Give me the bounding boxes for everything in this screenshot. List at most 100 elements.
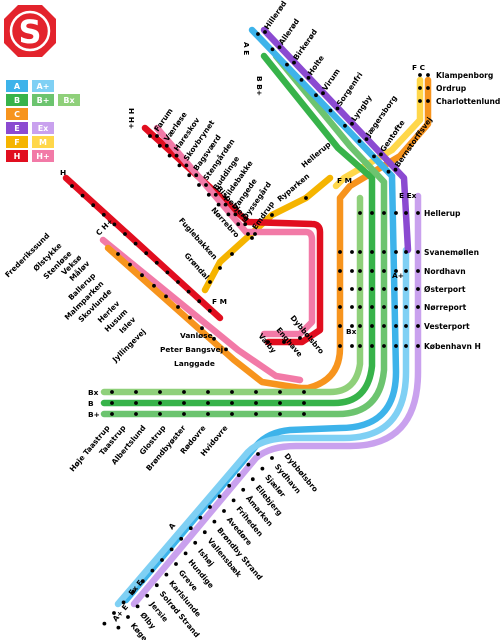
station-stop-west-bp-8	[302, 412, 306, 416]
station-stop-frederikssund-h-11	[186, 289, 191, 294]
station-stop-central-0-7	[416, 211, 420, 215]
station-stop-farum-h-9	[236, 222, 241, 227]
station-stop-koge-a-14	[121, 600, 126, 605]
station-stop-ring-2	[250, 236, 254, 240]
station-stop-koge-e-7	[202, 530, 207, 535]
station-label-langgade: Langgade	[174, 359, 215, 368]
legend-m-label: M	[39, 138, 47, 147]
station-stop-farum-h-6	[206, 192, 211, 197]
station-label-hellerup: Hellerup	[424, 209, 461, 218]
station-stop-koge-e-1	[260, 466, 265, 471]
station-stop-central-3-4	[382, 287, 386, 291]
line-b	[100, 52, 376, 407]
station-label-hiller-d: Hillerød	[262, 0, 288, 31]
station-stop-frederikssund-c-4	[164, 294, 168, 299]
legend-bx-label: Bx	[63, 96, 75, 105]
line-m	[332, 76, 424, 190]
station-stop-farum-hp-3	[184, 163, 189, 168]
station-stop-central-2-3	[370, 269, 374, 273]
station-stop-north-e-8	[379, 152, 383, 157]
station-stop-west-bp-5	[230, 412, 234, 416]
station-stop-farum-hp-10	[253, 232, 257, 236]
station-stop-frederikssund-h-6	[133, 241, 138, 246]
station-stop-west-b-1	[134, 401, 138, 405]
station-stop-west-bx-2	[158, 390, 162, 394]
station-stop-koge-e-11	[164, 572, 169, 577]
station-stop-central-5-4	[382, 324, 386, 328]
station-label-nordhavn: Nordhavn	[424, 267, 466, 276]
station-stop-central-1-7	[416, 250, 420, 254]
station-stop-north-e-3	[306, 76, 311, 80]
station-stop-central-0-6	[404, 211, 408, 215]
station-stop-west-1	[282, 340, 286, 344]
station-stop-ring-3	[230, 252, 234, 256]
station-stop-central-1-6	[404, 250, 408, 254]
station-stop-koge-e-9	[183, 551, 188, 556]
station-stop-central-4-7	[416, 305, 420, 309]
tag-top-bb: B B+	[255, 76, 264, 96]
station-stop-farum-h-8	[226, 212, 231, 217]
station-label-sterport: Østerport	[424, 285, 466, 294]
tag-a-plus: A+	[392, 271, 404, 280]
station-stop-frederikssund-c-0	[116, 252, 120, 256]
station-stop-central-1-4	[382, 250, 386, 254]
station-stop-west-b-5	[230, 401, 234, 405]
legend-c-label: C	[14, 110, 20, 119]
station-stop-central-2-1	[350, 269, 354, 273]
line-h-plus-farum	[153, 124, 316, 338]
station-stop-frederikssund-h-7	[144, 251, 149, 256]
legend-bx	[58, 94, 80, 106]
station-stop-koge-e-10	[174, 562, 178, 566]
station-stop-west-b-0	[110, 401, 114, 405]
station-stop-central-0-5	[394, 211, 398, 215]
station-stop-north-a-6	[343, 123, 347, 128]
legend-a-plus-label: A+	[37, 82, 50, 91]
station-stop-west-b-8	[302, 401, 306, 405]
line-ex	[130, 192, 422, 608]
station-stop-frederikssund-c-6	[188, 315, 192, 320]
tag-e-ex: E Ex	[399, 191, 417, 200]
station-stop-farum-h-0	[148, 134, 152, 138]
station-stop-farum-h-7	[216, 202, 221, 207]
station-stop-west-b-6	[254, 401, 258, 405]
station-label-lyngby: Lyngby	[349, 93, 374, 123]
station-stop-west-bp-7	[278, 412, 282, 416]
station-stop-central-4-0	[338, 305, 342, 309]
station-stop-koge-e-2	[250, 477, 255, 482]
station-stop-central-2-7	[416, 269, 420, 273]
legend-a-label: A	[14, 82, 21, 91]
station-stop-west-0	[298, 336, 302, 340]
station-stop-koge-e-0	[270, 456, 274, 460]
station-stop-central-6-1	[350, 344, 354, 348]
station-stop-farum-h-5	[197, 183, 201, 187]
station-stop-central-4-2	[358, 305, 362, 309]
station-stop-frederikssund-c-7	[200, 326, 204, 331]
station-stop-frederikssund-c-2	[140, 273, 144, 278]
station-stop-central-1-3	[370, 250, 374, 254]
station-stop-north-e-1	[277, 45, 282, 50]
station-stop-koge-a-7	[188, 526, 193, 531]
line-e	[260, 26, 412, 254]
station-stop-farum-hp-2	[174, 153, 179, 158]
station-stop-central-1-5	[394, 250, 398, 254]
station-stop-central-6-5	[394, 344, 398, 348]
station-stop-koge-a-11	[150, 568, 155, 573]
station-stop-north-a-4	[314, 93, 318, 98]
station-stop-central-6-4	[382, 344, 386, 348]
tag-top-hh: H H+	[127, 108, 136, 129]
station-label-ordrup: Ordrup	[436, 84, 467, 93]
station-label-charlottenlund: Charlottenlund	[436, 97, 500, 106]
station-stop-north-f-1	[418, 86, 422, 90]
tag-top-fc: F C	[412, 63, 425, 72]
station-label-birker-d: Birkerød	[291, 27, 319, 61]
station-stop-frederikssund-h-4	[112, 222, 117, 227]
station-stop-north-e-6	[350, 121, 354, 126]
station-stop-koge-a-0	[256, 452, 260, 456]
station-stop-farum-hp-8	[233, 212, 238, 217]
station-stop-central-6-7	[416, 344, 420, 348]
line-legend: A A+ B B+ Bx C E Ex F M H H+	[6, 80, 80, 162]
station-stop-koge-a-3	[227, 483, 232, 488]
legend-h-plus	[32, 150, 54, 162]
station-stop-farum-hp-7	[223, 202, 228, 207]
